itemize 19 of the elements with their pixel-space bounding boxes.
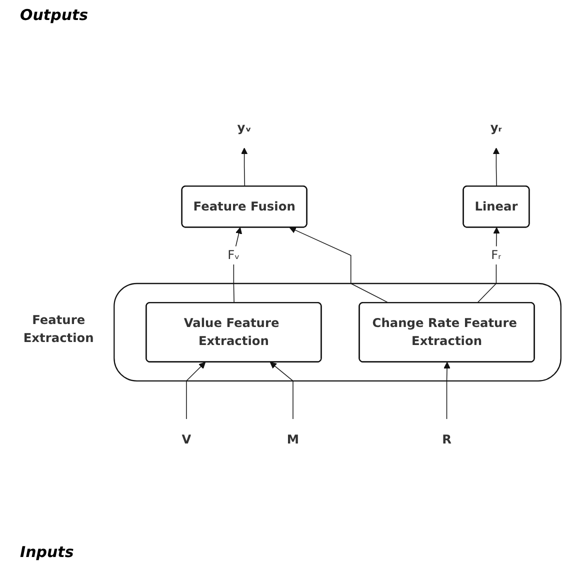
arrow bbox=[270, 362, 294, 420]
arrow bbox=[186, 362, 206, 420]
node-text: R bbox=[442, 432, 452, 446]
arrow bbox=[476, 227, 500, 304]
node-text: yᵣ bbox=[490, 120, 502, 134]
edge-label: Fᵥ bbox=[228, 248, 240, 262]
row-label: Outputs bbox=[20, 6, 88, 24]
arrow bbox=[233, 227, 242, 304]
edge-label: Fᵣ bbox=[491, 248, 502, 262]
node-label: Feature Extraction bbox=[23, 312, 94, 346]
arrow bbox=[240, 148, 248, 187]
arrow bbox=[289, 227, 390, 304]
cluster bbox=[114, 282, 562, 382]
node-text: M bbox=[286, 432, 300, 446]
row-label: Inputs bbox=[20, 543, 74, 561]
arrow bbox=[492, 148, 500, 187]
node-text: yᵥ bbox=[237, 120, 252, 134]
node-text: V bbox=[182, 432, 192, 446]
arrow bbox=[444, 362, 450, 420]
